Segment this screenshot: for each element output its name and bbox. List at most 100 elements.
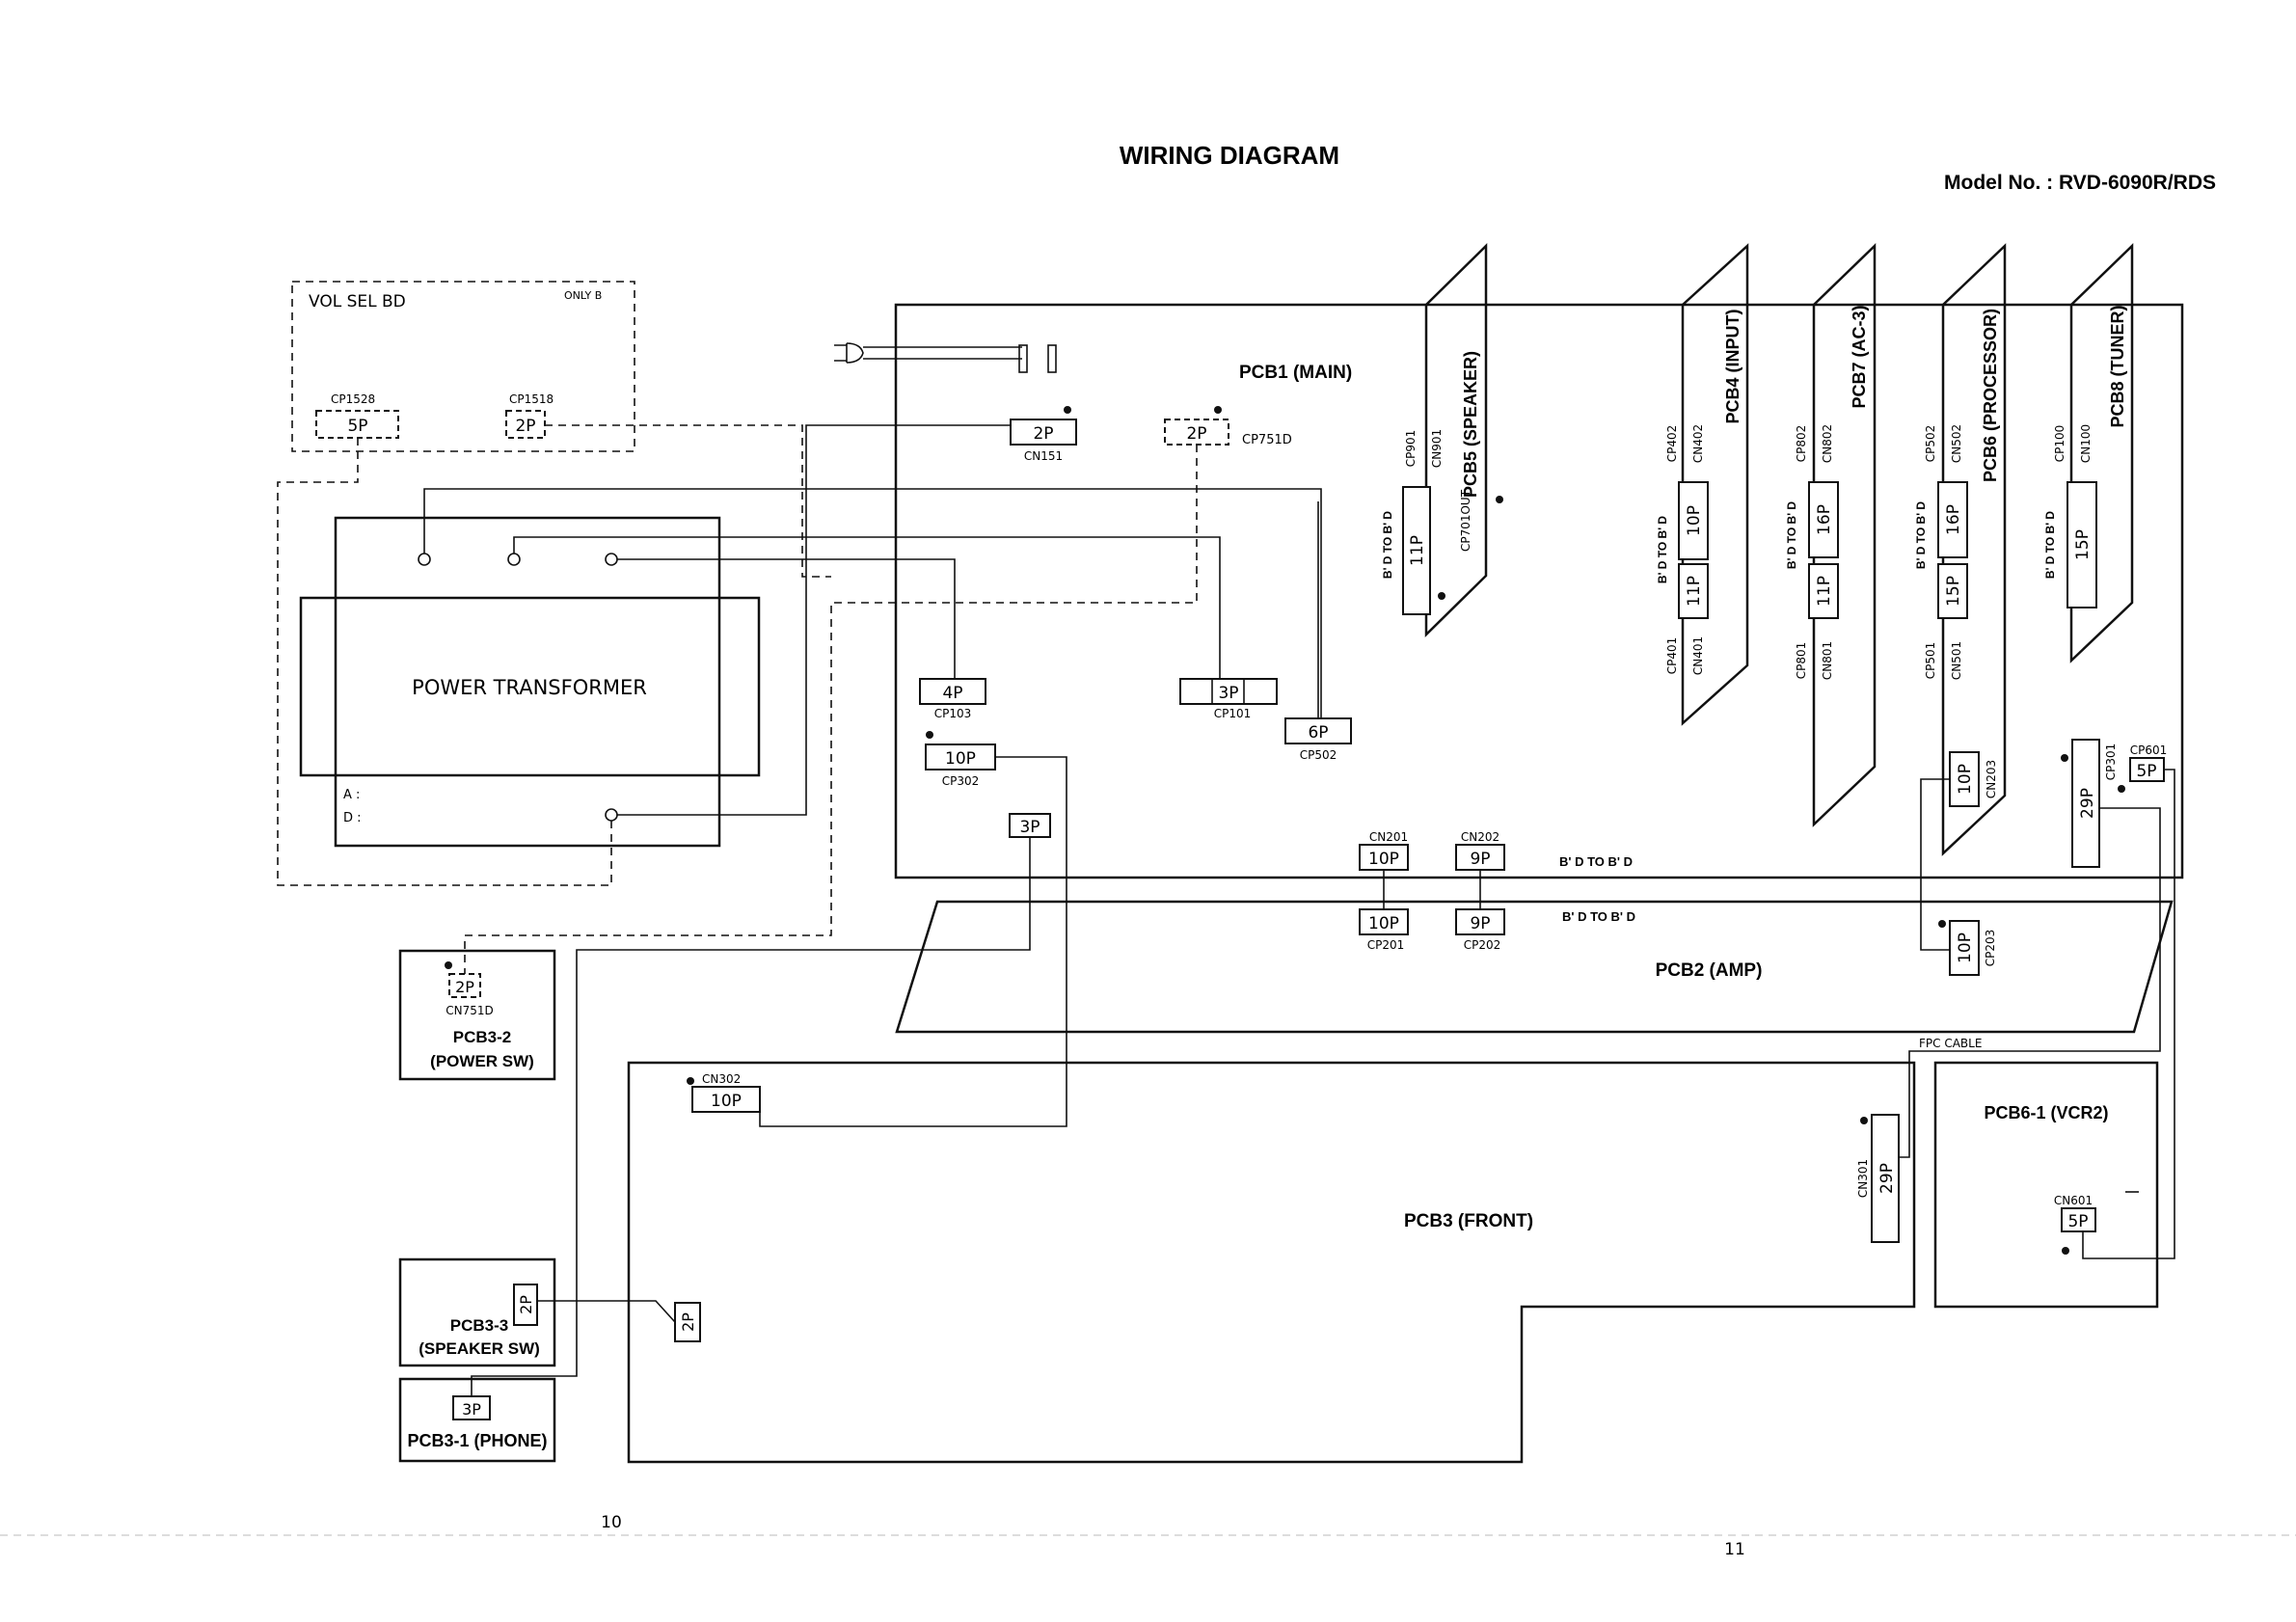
cp301-label: CP301 [2104, 743, 2118, 781]
cp203-label: CP203 [1984, 930, 1997, 967]
cp302-label: CP302 [942, 774, 980, 788]
vol-sel-board: VOL SEL BD ONLY B CP1528 5P CP1518 2P [291, 281, 635, 452]
pcb7-cp802: CP802 [1795, 425, 1808, 463]
pcb4-pins-b: 11P [1685, 576, 1704, 607]
pcb7-bd: B' D TO B' D [1785, 501, 1798, 569]
pcb3-2-cn: CN751D [446, 1004, 494, 1017]
cp301-cp601-connectors: 29P CP301 CP601 5P [2061, 739, 2168, 868]
pcb4-label: PCB4 (INPUT) [1723, 309, 1742, 423]
pcb6-cn501: CN501 [1950, 641, 1963, 680]
pcb8-pins: 15P [2073, 529, 2093, 560]
pcb3-label: PCB3 (FRONT) [1404, 1211, 1533, 1231]
pcb3-3-label1: PCB3-3 [450, 1316, 508, 1335]
cp601-label: CP601 [2130, 743, 2168, 757]
cp1518-pins: 2P [515, 417, 535, 436]
pcb5-speaker-board: PCB5 (SPEAKER) CP901 CN901 B' D TO B' D … [1381, 243, 1503, 637]
transformer-label: POWER TRANSFORMER [412, 676, 647, 699]
cn202-pins: 9P [1470, 850, 1490, 869]
cn301-pins: 29P [1877, 1163, 1897, 1194]
cp203-pins: 10P [1956, 933, 1975, 963]
pcb6-pins-b: 15P [1944, 576, 1963, 607]
pcb4-input-board: PCB4 (INPUT) CP402 CN402 B' D TO B' D 10… [1656, 243, 1749, 726]
pcb3-1-pins: 3P [462, 1400, 481, 1419]
pcb3-2-pins: 2P [455, 978, 474, 996]
pcb7-label: PCB7 (AC-3) [1850, 305, 1869, 408]
pcb8-bd: B' D TO B' D [2043, 511, 2057, 579]
cn151-pins: 2P [1033, 424, 1053, 444]
pcb8-cn100: CN100 [2079, 424, 2093, 463]
pcb3-2-power-switch-board: 2P CN751D PCB3-2 (POWER SW) [398, 949, 556, 1081]
pcb3-3-speaker-switch-board: 2P PCB3-3 (SPEAKER SW) [398, 1257, 556, 1367]
fpc-cable-label: FPC CABLE [1919, 1037, 1982, 1050]
pcb1-bd-label: B' D TO B' D [1559, 854, 1633, 869]
pcb5-cp901: CP901 [1404, 430, 1418, 468]
tap-a-label: A : [343, 788, 360, 802]
pcb1-label: PCB1 (MAIN) [1239, 363, 1352, 383]
pcb6-1-label: PCB6-1 (VCR2) [1984, 1103, 2108, 1122]
pcb7-cn801: CN801 [1821, 641, 1834, 680]
pcb4-pins-a: 10P [1685, 505, 1704, 536]
cn151-label: CN151 [1024, 449, 1063, 463]
pcb6-1-vcr2-board: PCB6-1 (VCR2) CN601 5P [1933, 1061, 2159, 1309]
pcb3-1-label: PCB3-1 (PHONE) [407, 1431, 547, 1450]
power-transformer: POWER TRANSFORMER A : D : [299, 516, 761, 848]
cp201-pins: 10P [1368, 914, 1399, 933]
j3p-pins: 3P [1019, 818, 1040, 837]
diagram-title: WIRING DIAGRAM [1120, 141, 1339, 170]
pcb8-cp100: CP100 [2053, 425, 2066, 463]
pcb4-bd: B' D TO B' D [1656, 516, 1669, 583]
pcb5-out: CP701OUT [1459, 489, 1472, 552]
cn203-pins: 10P [1956, 764, 1975, 795]
cp101-label: CP101 [1214, 707, 1252, 720]
pcb7-cn802: CN802 [1821, 424, 1834, 463]
pcb6-cp501: CP501 [1924, 642, 1937, 680]
cn302-pins: 10P [711, 1092, 742, 1111]
pcb3-j2p-pins: 2P [679, 1312, 697, 1332]
pcb6-bd: B' D TO B' D [1914, 501, 1928, 569]
pcb6-cn502: CN502 [1950, 424, 1963, 463]
pcb1-main-board [894, 303, 2184, 879]
tap-d-label: D : [343, 811, 362, 825]
pcb3-1-phone-board: 3P PCB3-1 (PHONE) [398, 1377, 556, 1463]
pcb6-cp502: CP502 [1924, 425, 1937, 463]
pcb5-cn901: CN901 [1430, 429, 1444, 468]
pcb6-pins-a: 16P [1944, 504, 1963, 535]
pcb3-2-label1: PCB3-2 [453, 1028, 511, 1046]
vol-sel-note: ONLY B [564, 289, 602, 302]
pcb2-bd-label: B' D TO B' D [1562, 909, 1635, 924]
cn201-label: CN201 [1369, 830, 1408, 844]
pcb4-cp402: CP402 [1665, 425, 1679, 463]
pcb4-cp401: CP401 [1665, 637, 1679, 675]
cp301-pins: 29P [2078, 788, 2097, 819]
vol-sel-title: VOL SEL BD [309, 292, 406, 311]
cp502-pins: 6P [1308, 723, 1328, 743]
pcb5-bd: B' D TO B' D [1381, 511, 1394, 579]
pcb5-pins: 11P [1408, 535, 1427, 566]
page-number-left: 10 [601, 1513, 622, 1532]
cp201-label: CP201 [1367, 938, 1405, 952]
cp601-pins: 5P [2136, 762, 2156, 781]
cp7510-label: CP751D [1242, 433, 1292, 447]
pcb6-label: PCB6 (PROCESSOR) [1981, 309, 2000, 482]
pcb3-2-label2: (POWER SW) [430, 1052, 534, 1070]
pcb8-tuner-board: PCB8 (TUNER) CP100 CN100 B' D TO B' D 15… [2043, 243, 2134, 663]
cn302-label: CN302 [702, 1072, 741, 1086]
cn203-label: CN203 [1985, 760, 1998, 798]
pcb4-cn402: CN402 [1691, 424, 1705, 463]
cp103-label: CP103 [934, 707, 972, 720]
cp202-pins: 9P [1470, 914, 1490, 933]
pcb2-amp-board: PCB2 (AMP) 10P CP201 9P CP202 B' D TO B'… [895, 900, 2174, 1034]
cp1528-pins: 5P [347, 417, 367, 436]
cp103-pins: 4P [942, 684, 962, 703]
cp7510-pins: 2P [1186, 424, 1206, 444]
pcb1-connectors: 2P CN151 2P CP751D 4P CP103 3P CP101 6P … [919, 406, 1633, 871]
pcb7-pins-b: 11P [1815, 576, 1834, 607]
pcb3-3-label2: (SPEAKER SW) [419, 1339, 540, 1358]
ac-plug-icon [834, 342, 1057, 373]
pcb8-label: PCB8 (TUNER) [2108, 305, 2127, 427]
page-number-right: 11 [1724, 1540, 1745, 1559]
cp101-pins: 3P [1218, 684, 1238, 703]
cp202-label: CP202 [1464, 938, 1501, 952]
cn601-label: CN601 [2054, 1194, 2093, 1207]
